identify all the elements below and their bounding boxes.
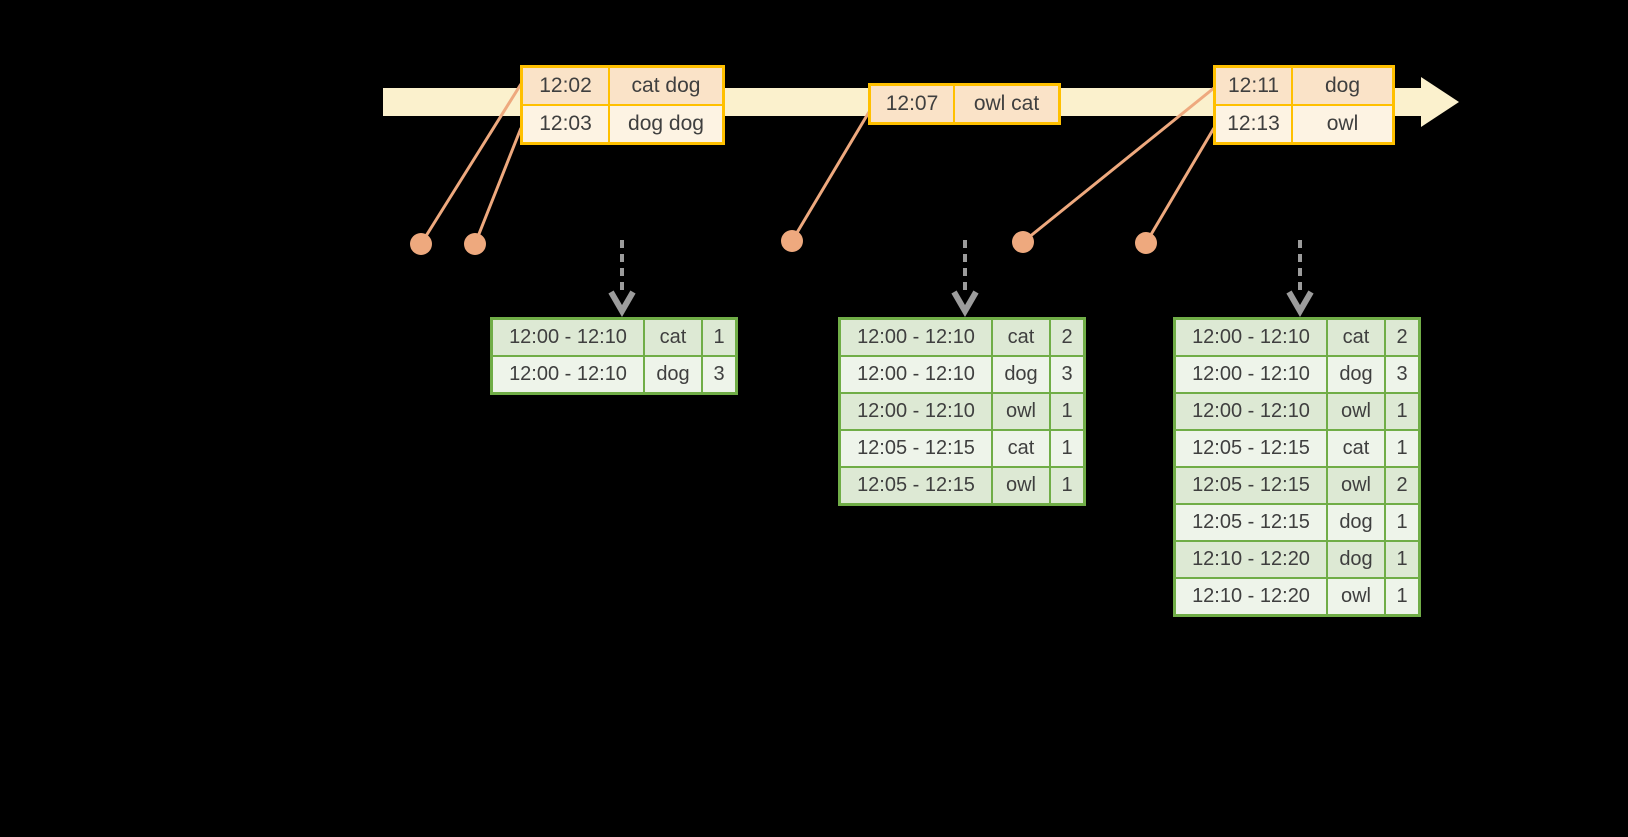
event-dot bbox=[1135, 232, 1157, 254]
table-cell-count: 3 bbox=[703, 357, 735, 392]
table-cell-count: 2 bbox=[1386, 320, 1418, 355]
trigger-arrows bbox=[608, 240, 1314, 317]
table-cell-count: 1 bbox=[1051, 468, 1083, 503]
table-cell-count: 1 bbox=[1386, 505, 1418, 540]
table-cell-word: dog bbox=[645, 357, 701, 392]
table-cell-window: 12:00 - 12:10 bbox=[1176, 320, 1326, 355]
table-cell-word: dog bbox=[1328, 542, 1384, 577]
table-cell-window: 12:00 - 12:10 bbox=[493, 320, 643, 355]
table-cell-word: dog bbox=[1328, 505, 1384, 540]
table-cell-words: owl bbox=[1293, 106, 1392, 142]
event-dot bbox=[410, 233, 432, 255]
table-cell-count: 1 bbox=[1051, 431, 1083, 466]
table-cell-words: dog bbox=[1293, 68, 1392, 104]
table-cell-window: 12:05 - 12:15 bbox=[1176, 505, 1326, 540]
event-connector-line bbox=[790, 111, 871, 242]
table-cell-window: 12:05 - 12:15 bbox=[841, 468, 991, 503]
table-cell-count: 1 bbox=[1386, 579, 1418, 614]
table-cell-count: 2 bbox=[1386, 468, 1418, 503]
table-cell-window: 12:00 - 12:10 bbox=[1176, 394, 1326, 429]
event-connector-line bbox=[1022, 86, 1215, 244]
table-cell-word: owl bbox=[1328, 394, 1384, 429]
event-connector-line bbox=[1144, 127, 1216, 244]
event-dot bbox=[781, 230, 803, 252]
event-connector-line bbox=[419, 83, 523, 245]
table-cell-window: 12:00 - 12:10 bbox=[841, 357, 991, 392]
table-cell-time: 12:11 bbox=[1216, 68, 1291, 104]
event-dot bbox=[1012, 231, 1034, 253]
table-cell-count: 1 bbox=[1386, 431, 1418, 466]
table-cell-word: cat bbox=[1328, 320, 1384, 355]
table-cell-word: dog bbox=[1328, 357, 1384, 392]
table-cell-word: cat bbox=[645, 320, 701, 355]
timeline-arrow-head-icon bbox=[1421, 77, 1459, 127]
table-cell-count: 1 bbox=[1386, 542, 1418, 577]
event-dot bbox=[464, 233, 486, 255]
event-connector-lines bbox=[419, 83, 1216, 245]
table-cell-window: 12:10 - 12:20 bbox=[1176, 579, 1326, 614]
event-connector-line bbox=[473, 127, 523, 245]
table-cell-window: 12:05 - 12:15 bbox=[1176, 468, 1326, 503]
table-cell-count: 1 bbox=[1051, 394, 1083, 429]
table-cell-count: 1 bbox=[1386, 394, 1418, 429]
table-cell-time: 12:13 bbox=[1216, 106, 1291, 142]
trigger-arrow-head-icon bbox=[951, 290, 979, 317]
table-cell-word: owl bbox=[993, 394, 1049, 429]
table-cell-window: 12:05 - 12:15 bbox=[1176, 431, 1326, 466]
table-cell-count: 1 bbox=[703, 320, 735, 355]
table-cell-words: cat dog bbox=[610, 68, 722, 104]
table-cell-word: owl bbox=[1328, 579, 1384, 614]
table-cell-words: owl cat bbox=[955, 86, 1058, 122]
table-cell-word: cat bbox=[993, 431, 1049, 466]
table-cell-count: 3 bbox=[1386, 357, 1418, 392]
table-cell-time: 12:02 bbox=[523, 68, 608, 104]
table-cell-time: 12:03 bbox=[523, 106, 608, 142]
table-cell-word: cat bbox=[993, 320, 1049, 355]
event-dots bbox=[410, 230, 1157, 255]
table-cell-count: 2 bbox=[1051, 320, 1083, 355]
table-cell-window: 12:00 - 12:10 bbox=[841, 320, 991, 355]
table-cell-words: dog dog bbox=[610, 106, 722, 142]
table-cell-time: 12:07 bbox=[871, 86, 953, 122]
table-cell-word: cat bbox=[1328, 431, 1384, 466]
table-cell-window: 12:00 - 12:10 bbox=[1176, 357, 1326, 392]
table-cell-window: 12:05 - 12:15 bbox=[841, 431, 991, 466]
trigger-arrow-head-icon bbox=[1286, 290, 1314, 317]
table-cell-count: 3 bbox=[1051, 357, 1083, 392]
table-cell-window: 12:00 - 12:10 bbox=[841, 394, 991, 429]
table-cell-word: dog bbox=[993, 357, 1049, 392]
table-cell-window: 12:10 - 12:20 bbox=[1176, 542, 1326, 577]
table-cell-word: owl bbox=[1328, 468, 1384, 503]
table-cell-word: owl bbox=[993, 468, 1049, 503]
table-cell-window: 12:00 - 12:10 bbox=[493, 357, 643, 392]
trigger-arrow-head-icon bbox=[608, 290, 636, 317]
